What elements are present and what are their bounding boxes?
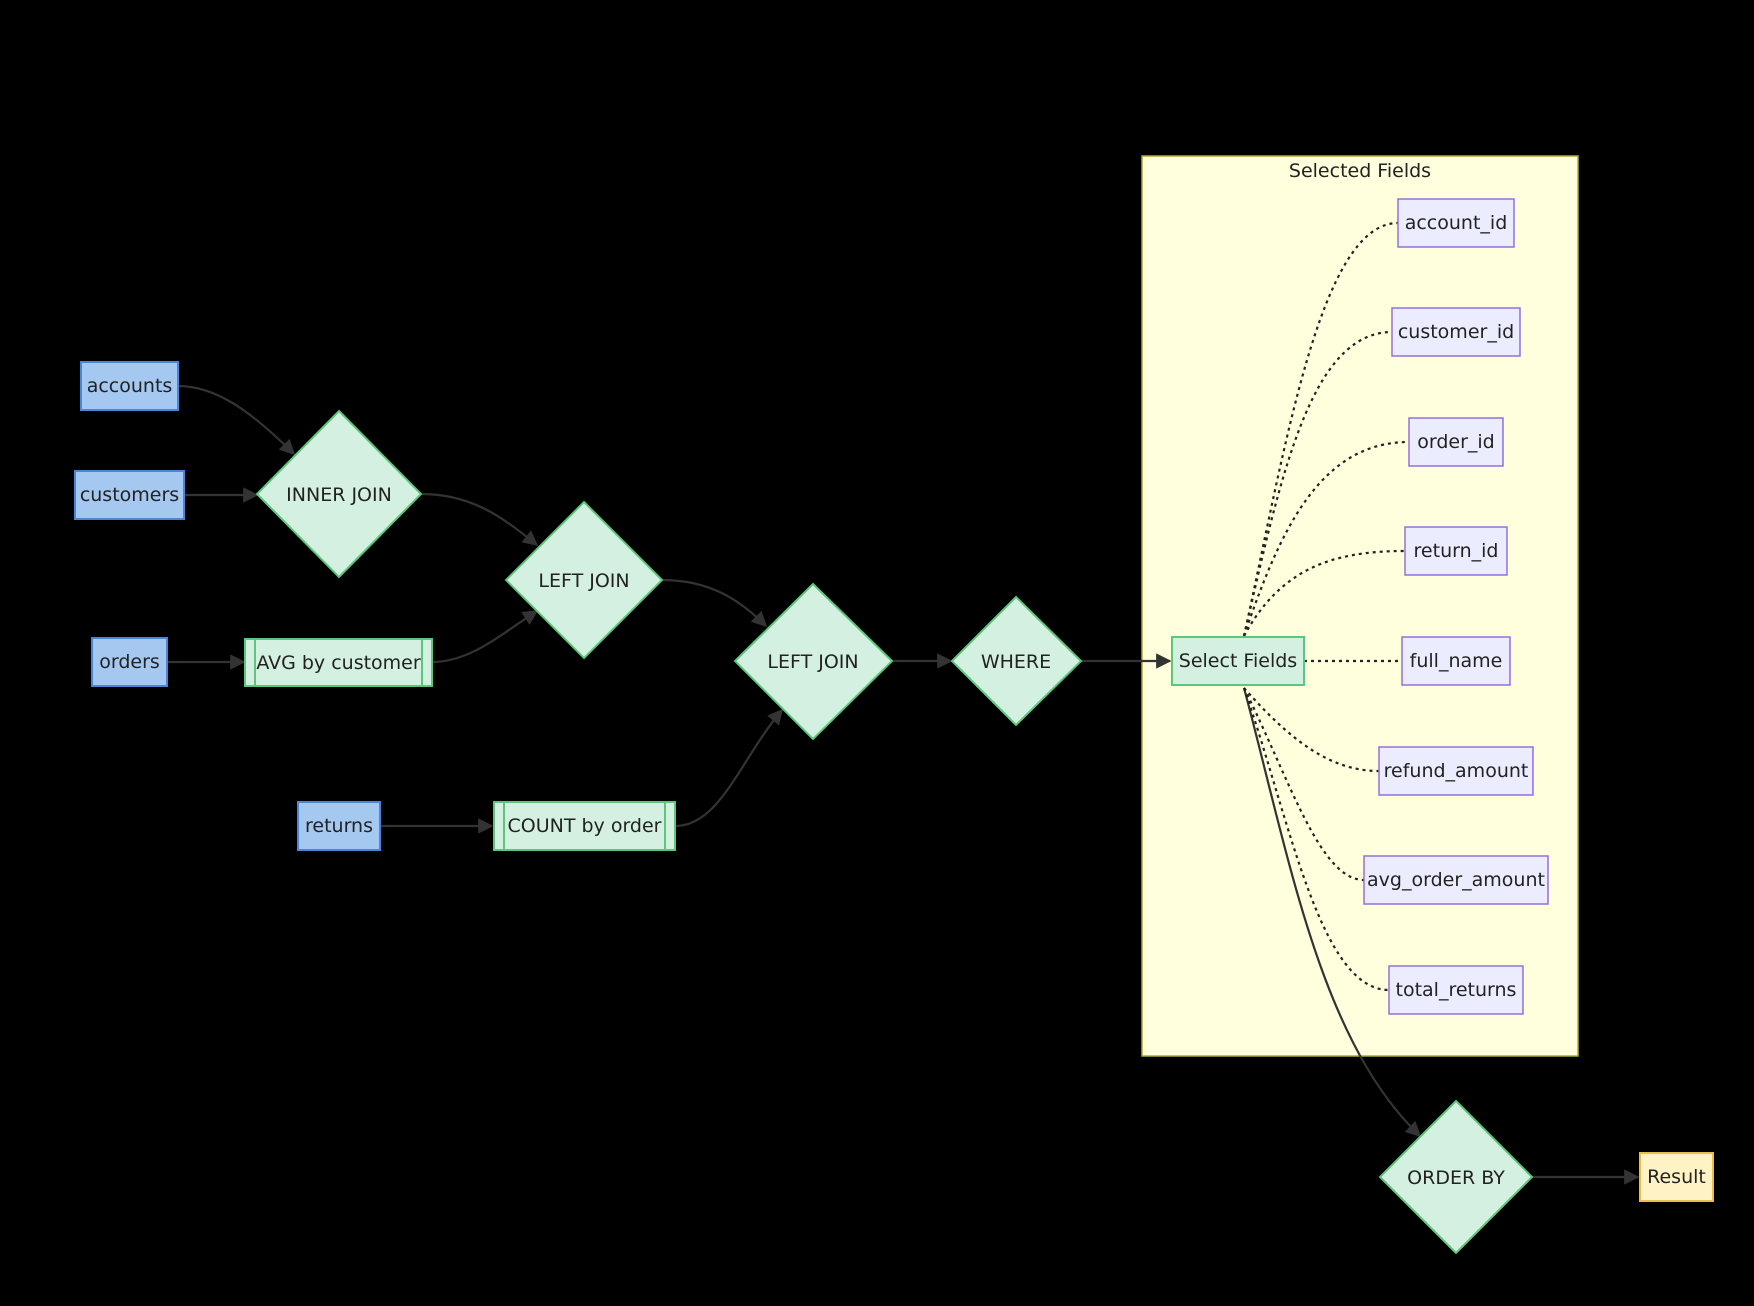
field-full-name[interactable]: full_name <box>1401 636 1511 686</box>
field-order-id-label: order_id <box>1417 431 1495 453</box>
node-count-by-order[interactable]: COUNT by order <box>493 801 676 851</box>
node-result-label: Result <box>1647 1166 1706 1188</box>
field-refund-amount-label: refund_amount <box>1384 760 1529 782</box>
edge-left-join-left-join <box>661 578 768 628</box>
field-account-id-label: account_id <box>1405 212 1508 234</box>
node-order-by-label: ORDER BY <box>1407 1167 1505 1189</box>
node-orders[interactable]: orders <box>91 637 168 687</box>
node-returns[interactable]: returns <box>297 801 381 851</box>
field-total-returns-label: total_returns <box>1396 979 1517 1001</box>
node-inner-join[interactable]: INNER JOIN <box>255 409 423 579</box>
field-customer-id[interactable]: customer_id <box>1391 307 1521 357</box>
selected-fields-cluster: Selected Fields <box>1141 155 1579 1057</box>
field-customer-id-label: customer_id <box>1398 321 1514 343</box>
cluster-title: Selected Fields <box>1289 160 1431 182</box>
field-total-returns[interactable]: total_returns <box>1388 965 1524 1015</box>
node-orders-label: orders <box>99 651 160 673</box>
node-result[interactable]: Result <box>1639 1152 1714 1202</box>
field-return-id[interactable]: return_id <box>1404 526 1508 576</box>
edge-select-refund-amount <box>1243 687 1380 773</box>
edges <box>167 221 1640 1185</box>
node-left-join-2-label: LEFT JOIN <box>767 651 858 673</box>
node-where[interactable]: WHERE <box>950 595 1083 727</box>
node-left-join-2[interactable]: LEFT JOIN <box>733 582 894 741</box>
node-returns-label: returns <box>305 815 373 837</box>
edge-avg-left-join <box>431 610 539 664</box>
field-return-id-label: return_id <box>1414 540 1499 562</box>
edge-select-total-returns <box>1242 687 1390 992</box>
node-accounts[interactable]: accounts <box>80 361 179 411</box>
edge-select-order-id <box>1242 440 1410 637</box>
field-refund-amount[interactable]: refund_amount <box>1378 746 1534 796</box>
edge-select-order-by <box>1242 687 1422 1138</box>
node-customers[interactable]: customers <box>74 470 185 520</box>
edge-select-customer-id <box>1242 330 1393 637</box>
node-accounts-label: accounts <box>87 375 173 397</box>
field-account-id[interactable]: account_id <box>1397 198 1515 248</box>
field-avg-order-amount[interactable]: avg_order_amount <box>1363 855 1549 905</box>
edge-accounts-inner-join <box>177 384 296 456</box>
node-count-by-order-label: COUNT by order <box>508 815 662 837</box>
edge-count-left-join <box>674 708 783 828</box>
node-avg-by-customer-label: AVG by customer <box>256 652 421 674</box>
field-avg-order-amount-label: avg_order_amount <box>1367 869 1545 891</box>
field-full-name-label: full_name <box>1410 650 1503 672</box>
node-avg-by-customer[interactable]: AVG by customer <box>244 638 433 687</box>
node-customers-label: customers <box>80 484 179 506</box>
node-select-fields[interactable]: Select Fields <box>1171 636 1305 686</box>
node-left-join-1[interactable]: LEFT JOIN <box>504 500 664 660</box>
node-inner-join-label: INNER JOIN <box>286 484 392 506</box>
node-where-label: WHERE <box>981 651 1051 673</box>
field-order-id[interactable]: order_id <box>1408 417 1504 467</box>
node-select-fields-label: Select Fields <box>1179 650 1297 672</box>
node-left-join-1-label: LEFT JOIN <box>538 570 629 592</box>
node-order-by[interactable]: ORDER BY <box>1378 1099 1534 1255</box>
edge-inner-join-left-join <box>420 492 539 546</box>
